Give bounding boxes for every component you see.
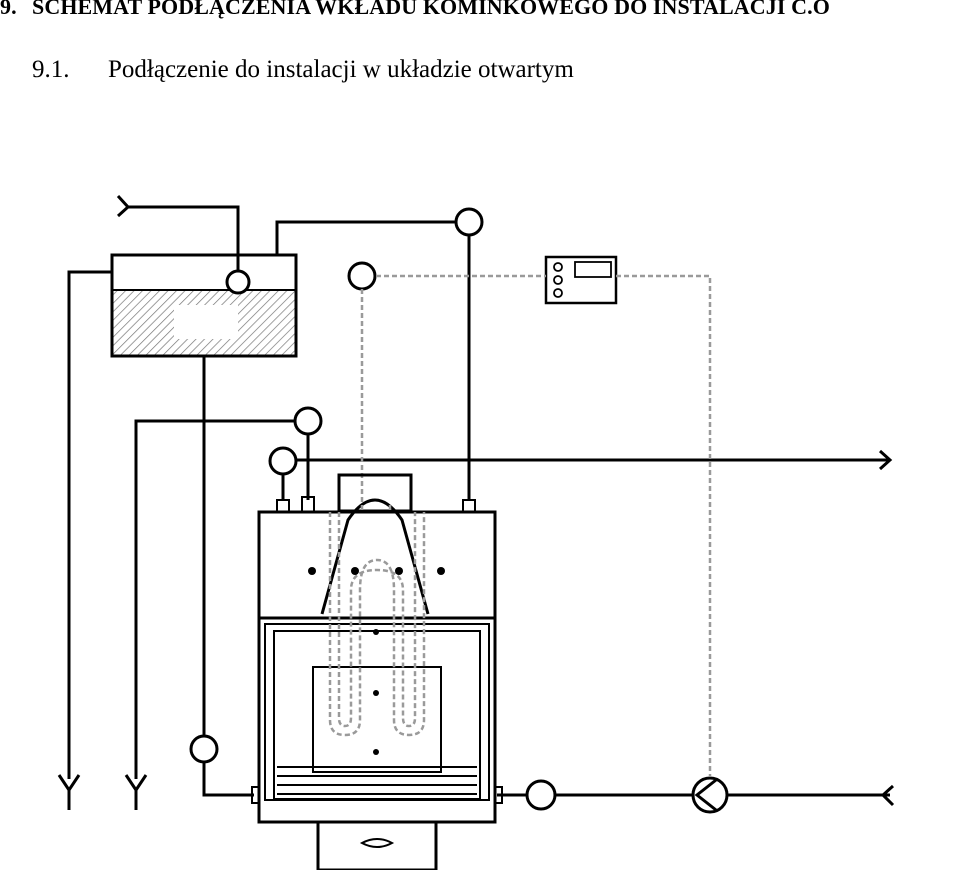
controller-button-1 (553, 262, 563, 272)
flue-deflector (320, 498, 430, 615)
pipework (67, 194, 895, 807)
firebox-chamber (273, 630, 481, 800)
fixing-dot-4 (437, 567, 445, 575)
overflow-pipe-end (116, 194, 131, 218)
gauge-low (268, 446, 298, 476)
subsection-number: 9.1. (32, 56, 70, 83)
inner-frame (312, 666, 442, 773)
heat-exchanger-coil (328, 505, 426, 737)
section-title: SCHEMAT PODŁĄCZENIA WKŁADU KOMINKOWEGO D… (32, 0, 830, 19)
pump-arrow (694, 778, 717, 812)
controller-button-3 (553, 288, 563, 298)
fixing-dot-3 (395, 567, 403, 575)
control-sensor (347, 261, 377, 291)
return-pipe-left (202, 761, 254, 797)
ash-pan-handle (359, 838, 395, 848)
coil-inner (337, 512, 417, 728)
gauge-mid (293, 406, 323, 436)
vent-pipe (275, 220, 456, 255)
controller-body (544, 255, 618, 305)
stub-1 (276, 499, 290, 513)
tank-label-plate (174, 305, 238, 339)
drain-symbols (57, 774, 148, 810)
circulation-pump (691, 776, 729, 814)
section-number: 9. (0, 0, 17, 19)
fixing-points (308, 567, 445, 755)
stub-3 (462, 499, 476, 513)
ash-pan (316, 820, 438, 870)
tank-sensor (225, 269, 251, 295)
subsection-heading: 9.1. Podłączenie do instalacji w układzie… (32, 56, 574, 84)
flue-collar (337, 473, 413, 513)
pump-body (691, 776, 729, 814)
firebox-inner (264, 623, 490, 801)
left-connector (251, 786, 260, 804)
temperature-controller (544, 255, 618, 305)
supply-gauge-top (454, 207, 484, 237)
right-connector (494, 786, 503, 804)
fixing-dot-7 (373, 749, 379, 755)
return-inlet-mark (880, 784, 895, 807)
controller-button-2 (553, 275, 563, 285)
fixing-dot-5 (373, 629, 379, 635)
controller-display (574, 261, 612, 278)
expansion-tank (110, 253, 298, 358)
water-jacket (257, 510, 497, 620)
control-wiring (360, 274, 712, 777)
fixing-dot-1 (308, 567, 316, 575)
drain-pipe-outer (67, 270, 112, 779)
firebox-outer (257, 616, 497, 824)
return-gauge-left (189, 734, 219, 764)
coil-top-link (360, 505, 392, 512)
return-gauge-right (525, 779, 557, 811)
pump-wire (616, 274, 712, 777)
fixing-dot-2 (351, 567, 359, 575)
overflow-pipe (126, 205, 240, 272)
fireplace-insert (251, 473, 503, 870)
subsection-title: Podłączenie do instalacji w układzie otw… (108, 56, 574, 83)
drain-pipe-inner (134, 419, 296, 779)
section-heading: 9. SCHEMAT PODŁĄCZENIA WKŁADU KOMINKOWEGO… (0, 0, 830, 20)
fixing-dot-6 (373, 690, 379, 696)
supply-outlet-arrow (878, 449, 893, 471)
coil-outer (328, 512, 426, 737)
gauges (189, 207, 557, 811)
